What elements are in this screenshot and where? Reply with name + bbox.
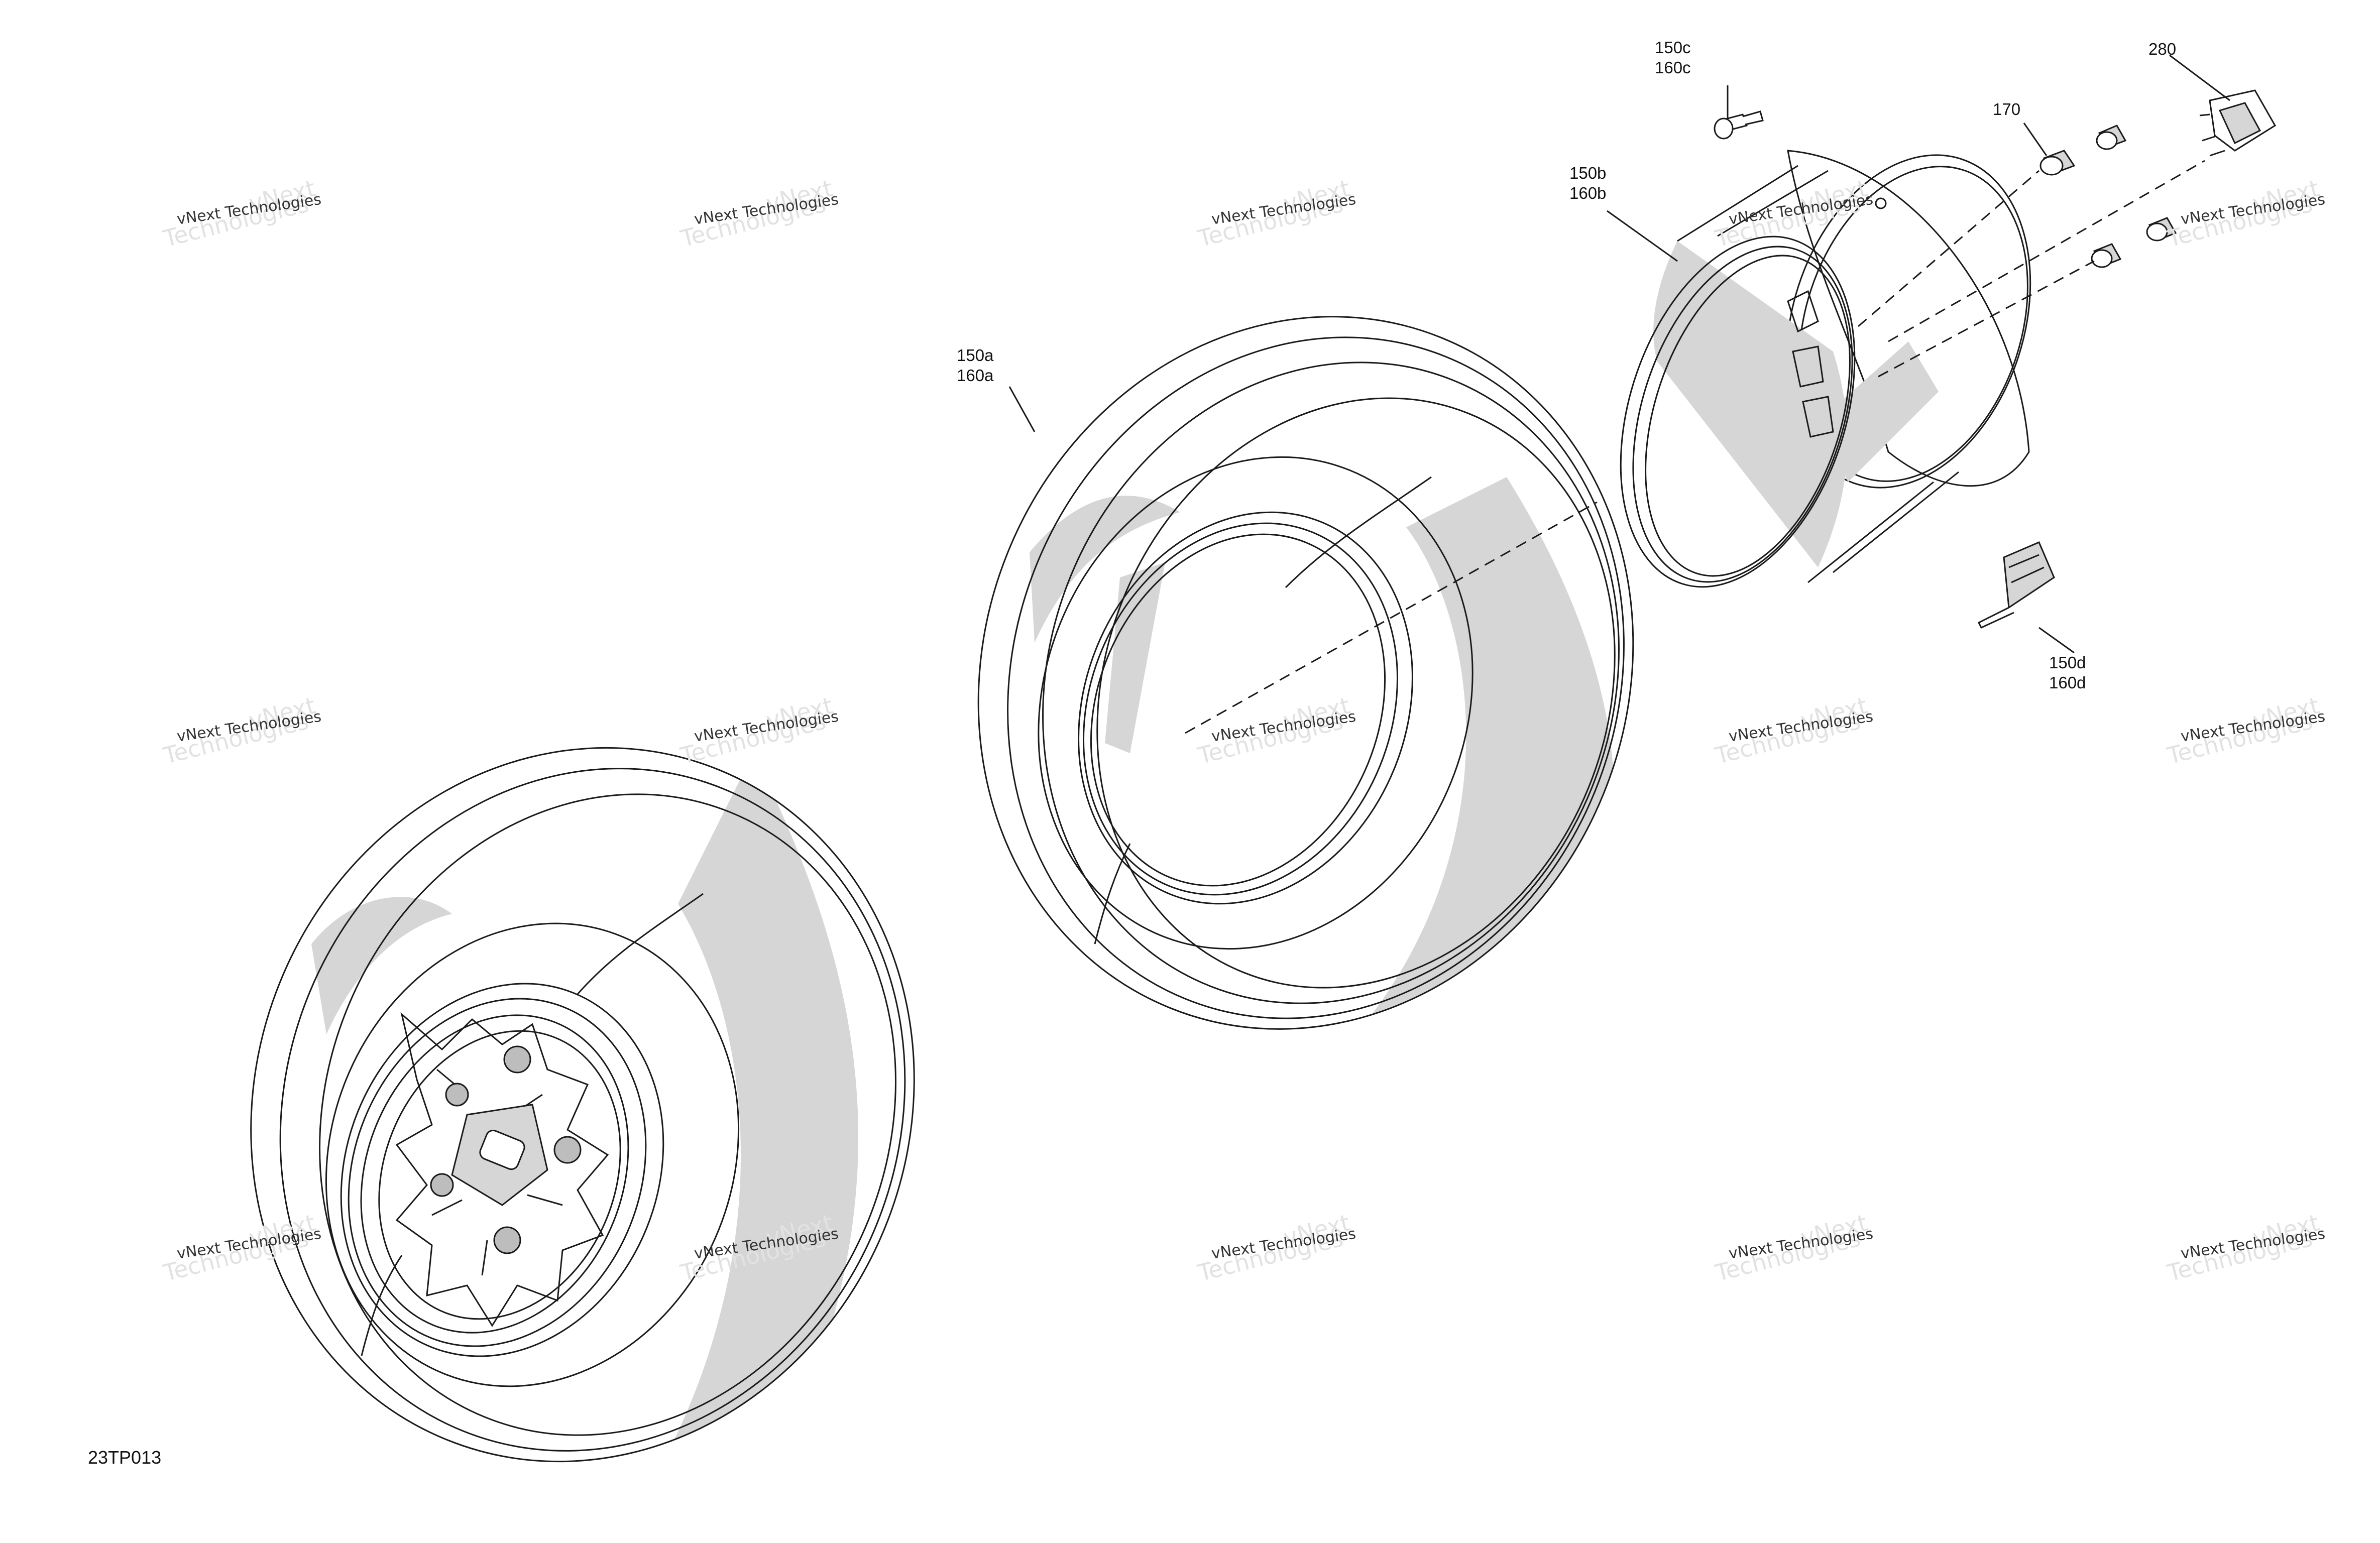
assembled-rim xyxy=(378,1012,621,1327)
callout-150b: 150b 160b xyxy=(1569,163,1606,203)
nuts-170 xyxy=(2039,125,2177,268)
callout-150a: 150a 160a xyxy=(957,345,993,386)
callout-line: 280 xyxy=(2148,40,2177,58)
callout-170: 170 xyxy=(1993,99,2020,120)
leader-lines xyxy=(1008,54,2230,654)
callout-line: 160a xyxy=(957,366,994,385)
callout-line: 160d xyxy=(2049,673,2086,692)
callout-line: 150a xyxy=(957,346,994,365)
callout-line: 170 xyxy=(1993,100,2021,118)
callout-line: 160b xyxy=(1569,184,1607,202)
callout-line: 150d xyxy=(2049,653,2086,672)
callout-150d: 150d 160d xyxy=(2049,653,2086,693)
assembled-wheel xyxy=(250,747,915,1481)
drawing-code: 23TP013 xyxy=(88,1447,162,1468)
callout-line: 150c xyxy=(1655,38,1691,57)
valve-150d xyxy=(1977,541,2055,629)
callout-line: 150b xyxy=(1569,164,1607,182)
tire-150a xyxy=(977,316,1634,1034)
callout-150c: 150c 160c xyxy=(1655,38,1691,78)
bolt-150c xyxy=(1714,110,1764,140)
hub-cap-280 xyxy=(2199,89,2277,157)
callout-line: 160c xyxy=(1655,58,1691,77)
rim-150b xyxy=(1620,150,2031,588)
callout-280: 280 xyxy=(2148,39,2176,59)
center-lines xyxy=(1185,160,2205,734)
